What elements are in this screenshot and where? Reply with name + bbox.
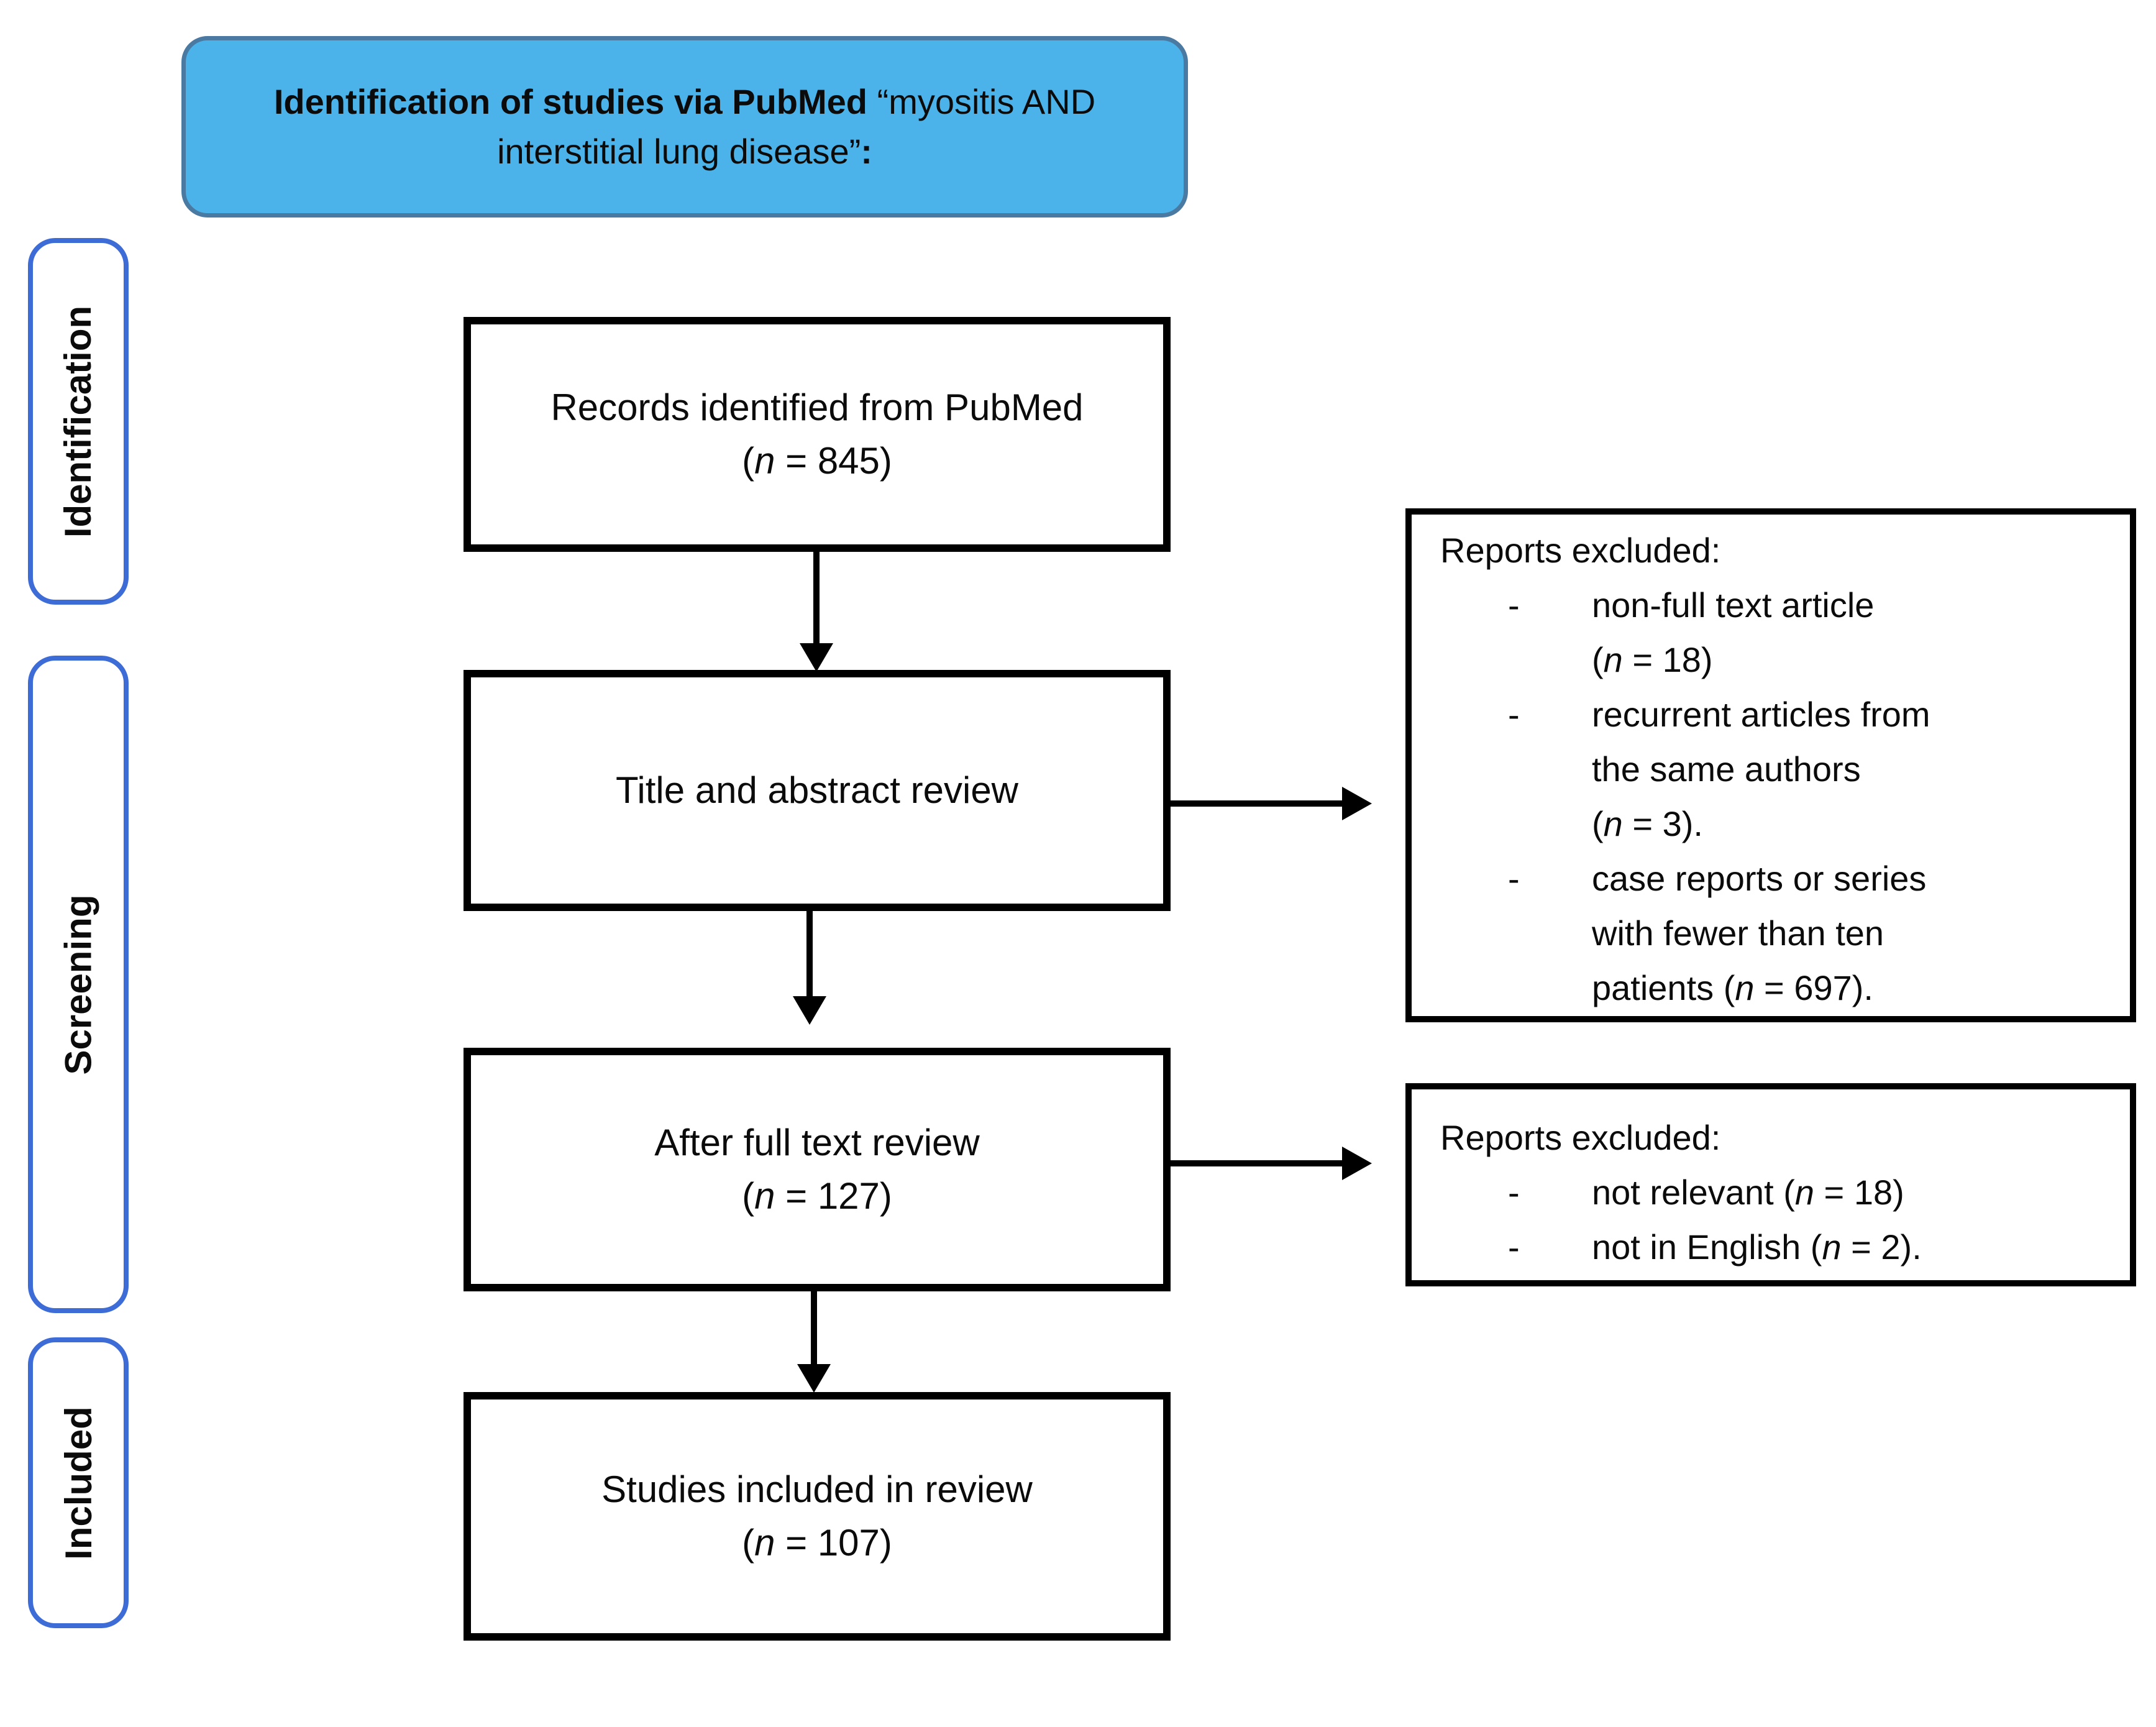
exclusion-reason: case reports or series with fewer than t… xyxy=(1592,859,1927,1007)
down-arrow-icon-3 xyxy=(797,1364,831,1393)
right-arrow-line-1 xyxy=(1167,800,1343,807)
list-item: - case reports or series with fewer than… xyxy=(1412,851,2130,1015)
bullet-dash: - xyxy=(1508,1227,1520,1267)
list-item: - not in English (n = 2). xyxy=(1412,1220,2130,1275)
stage-label-included: Included xyxy=(28,1337,129,1628)
stage-label-screening: Screening xyxy=(28,656,129,1313)
banner-text: Identification of studies via PubMed “my… xyxy=(273,82,1096,171)
exclusion-reason: non-full text article (n = 18) xyxy=(1592,585,1875,679)
exclusion-box-full-text-title: Reports excluded: xyxy=(1440,1118,1721,1157)
list-item: - non-full text article (n = 18) xyxy=(1412,578,2130,687)
flow-box-full-text-review-text: After full text review (n = 127) xyxy=(654,1122,980,1217)
bullet-dash: - xyxy=(1508,1173,1520,1212)
stage-label-screening-text: Screening xyxy=(57,894,99,1075)
exclusion-reason: not in English (n = 2). xyxy=(1592,1227,1922,1267)
list-item: - recurrent articles from the same autho… xyxy=(1412,687,2130,851)
exclusion-box-screening-title: Reports excluded: xyxy=(1440,531,1721,570)
down-arrow-icon-1 xyxy=(800,643,833,672)
list-item: - not relevant (n = 18) xyxy=(1412,1165,2130,1220)
right-arrow-icon-1 xyxy=(1342,787,1372,820)
flow-box-studies-included-text: Studies included in review (n = 107) xyxy=(601,1468,1033,1564)
flow-box-title-abstract-review: Title and abstract review xyxy=(464,670,1171,911)
down-arrow-line-2 xyxy=(806,911,813,998)
stage-label-identification: Identification xyxy=(28,238,129,605)
search-strategy-banner: Identification of studies via PubMed “my… xyxy=(181,36,1188,218)
down-arrow-line-3 xyxy=(811,1291,817,1366)
stage-label-included-text: Included xyxy=(57,1406,99,1560)
down-arrow-line-1 xyxy=(813,552,820,645)
down-arrow-icon-2 xyxy=(793,996,826,1025)
flow-box-studies-included: Studies included in review (n = 107) xyxy=(464,1392,1171,1641)
bullet-dash: - xyxy=(1508,585,1520,625)
exclusion-box-full-text: Reports excluded: - not relevant (n = 18… xyxy=(1405,1083,2136,1286)
flow-box-title-abstract-review-text: Title and abstract review xyxy=(615,769,1019,811)
bullet-dash: - xyxy=(1508,859,1520,898)
stage-label-identification-text: Identification xyxy=(57,305,99,538)
flow-box-records-identified-text: Records identified from PubMed (n = 845) xyxy=(550,387,1084,482)
right-arrow-icon-2 xyxy=(1342,1147,1372,1180)
bullet-dash: - xyxy=(1508,695,1520,734)
exclusion-reason: not relevant (n = 18) xyxy=(1592,1173,1904,1212)
flow-box-full-text-review: After full text review (n = 127) xyxy=(464,1048,1171,1291)
right-arrow-line-2 xyxy=(1168,1160,1343,1166)
flow-box-records-identified: Records identified from PubMed (n = 845) xyxy=(464,317,1171,552)
exclusion-reason: recurrent articles from the same authors… xyxy=(1592,695,1930,843)
exclusion-box-screening: Reports excluded: - non-full text articl… xyxy=(1405,508,2136,1022)
